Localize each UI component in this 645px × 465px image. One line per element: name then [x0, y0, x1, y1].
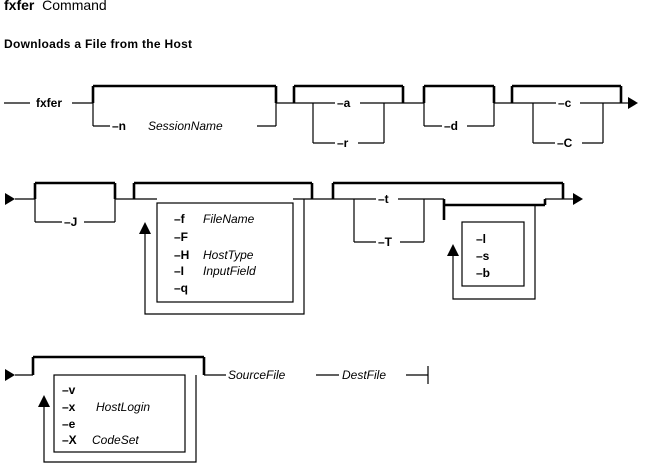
row-2: –J –f FileName –F –H HostType –I InputFi…	[5, 181, 583, 315]
param-file-name: FileName	[203, 212, 255, 226]
param-source-file: SourceFile	[228, 368, 286, 382]
param-host-login: HostLogin	[96, 400, 150, 414]
group-file-options: –f FileName –F –H HostType –I InputField…	[132, 181, 314, 315]
flag-r: –r	[337, 136, 349, 150]
page-subtitle: Downloads a File from the Host	[4, 37, 193, 51]
param-host-type: HostType	[203, 248, 254, 262]
flag-e: –e	[62, 417, 76, 431]
repeat-loop	[144, 199, 305, 315]
flag-l: –l	[476, 232, 486, 246]
continue-arrow-icon	[628, 97, 638, 109]
flag-x: –x	[62, 400, 76, 414]
param-input-field: InputField	[203, 264, 256, 278]
flag-n: –n	[112, 119, 126, 133]
flag-I: –I	[174, 264, 184, 278]
flag-t: –t	[378, 192, 389, 206]
repeat-arrow-icon	[447, 244, 459, 256]
group-J: –J	[33, 181, 117, 229]
flag-F: –F	[174, 230, 188, 244]
param-session-name: SessionName	[148, 119, 223, 133]
command-name: fxfer	[4, 0, 35, 13]
flag-f: –f	[174, 212, 186, 226]
group-login-options: –v –x HostLogin –e –X CodeSet	[31, 355, 206, 463]
flag-C: –C	[557, 136, 573, 150]
continue-arrow-icon	[5, 193, 15, 205]
flag-H: –H	[174, 248, 189, 262]
row-1: fxfer –n SessionName –a	[4, 84, 638, 150]
cmd-label: fxfer	[36, 96, 62, 110]
flag-J: –J	[64, 215, 77, 229]
flag-d: –d	[444, 119, 458, 133]
flag-c: –c	[558, 96, 572, 110]
flag-b: –b	[476, 266, 490, 280]
flag-a: –a	[337, 96, 351, 110]
group-c-C: –c –C	[510, 84, 623, 150]
continue-arrow-icon	[573, 193, 583, 205]
translation-box	[461, 221, 525, 287]
group-t-T: –t –T –l –s –b	[331, 181, 565, 300]
param-code-set: CodeSet	[92, 433, 139, 447]
flag-T: –T	[378, 235, 393, 249]
flag-X: –X	[62, 433, 77, 447]
group-l-s-b: –l –s –b	[442, 199, 547, 300]
repeat-arrow-icon	[139, 222, 151, 234]
continue-arrow-icon	[5, 369, 15, 381]
page-title: fxfer Command	[4, 0, 107, 13]
group-a-r: –a –r	[292, 84, 405, 150]
flag-v: –v	[62, 383, 76, 397]
repeat-loop	[452, 205, 536, 300]
command-word: Command	[42, 0, 107, 13]
param-dest-file: DestFile	[342, 368, 386, 382]
flag-s: –s	[476, 249, 490, 263]
group-d: –d	[422, 84, 496, 133]
repeat-arrow-icon	[38, 395, 50, 407]
login-box	[53, 374, 186, 453]
row-3: –v –x HostLogin –e –X CodeSet SourceFile…	[5, 355, 429, 463]
group-session: –n SessionName	[91, 84, 278, 133]
options-box	[156, 202, 294, 303]
flag-q: –q	[174, 281, 188, 295]
repeat-loop	[43, 375, 197, 463]
